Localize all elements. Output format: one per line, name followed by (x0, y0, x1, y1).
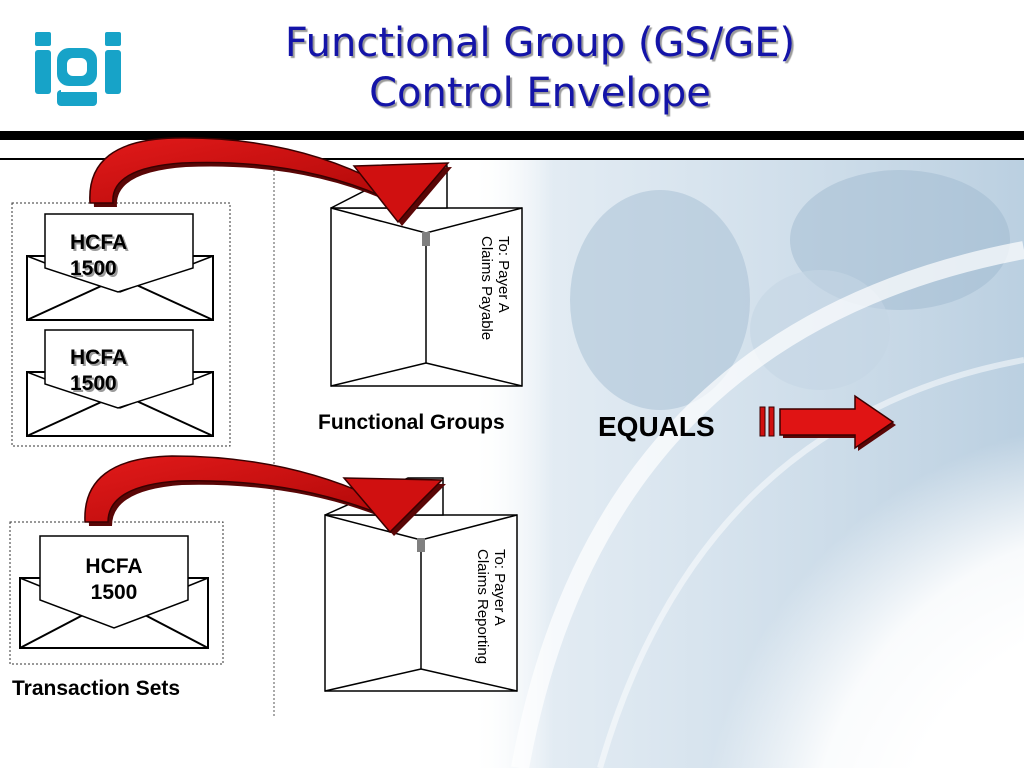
top-address-line-1: To: Payer A (495, 236, 512, 313)
top-form-2-line-2: 1500 (70, 372, 117, 395)
top-form-1-text: HCFA 1500 (70, 230, 127, 282)
bottom-address-line-2: Claims Reporting (474, 549, 491, 665)
top-envelope-address: To: Payer A Claims Payable (478, 236, 512, 340)
bottom-functional-group-envelope (324, 477, 518, 692)
envelope-clasp (422, 232, 430, 246)
bottom-form-sheet (39, 535, 189, 629)
top-envelope-1 (26, 213, 214, 321)
title-line-1: Functional Group (GS/GE) (284, 20, 796, 66)
bottom-envelope (19, 535, 209, 649)
header-rule-thick (0, 131, 1024, 140)
top-address-line-2: Claims Payable (478, 236, 495, 341)
bottom-form-line-2: 1500 (90, 581, 138, 604)
top-form-1-line-1: HCFA (70, 231, 128, 254)
header-rule-thin (0, 158, 1024, 160)
top-form-1-line-2: 1500 (70, 257, 117, 280)
slide-title: Functional Group (GS/GE) Control Envelop… (220, 18, 860, 118)
functional-groups-label: Functional Groups (318, 411, 505, 434)
top-form-1-sheet (44, 213, 194, 293)
bottom-form-line-1: HCFA (85, 555, 143, 578)
equals-arrow (759, 394, 896, 451)
bottom-envelope-address: To: Payer A Claims Reporting (474, 549, 508, 664)
top-form-2-line-1: HCFA (70, 346, 128, 369)
transaction-sets-label: Transaction Sets (12, 677, 181, 700)
bottom-curved-arrow (84, 455, 446, 536)
top-envelope-2 (26, 329, 214, 437)
bottom-form-text: HCFA 1500 (74, 554, 154, 606)
equals-label: EQUALS (598, 411, 715, 442)
bottom-address-line-1: To: Payer A (491, 549, 508, 626)
igi-logo (35, 32, 121, 106)
title-line-2: Control Envelope (369, 70, 711, 116)
envelope-clasp (417, 538, 425, 552)
top-form-2-sheet (44, 329, 194, 409)
top-curved-arrow (89, 137, 452, 226)
top-form-2-text: HCFA 1500 (70, 345, 127, 397)
